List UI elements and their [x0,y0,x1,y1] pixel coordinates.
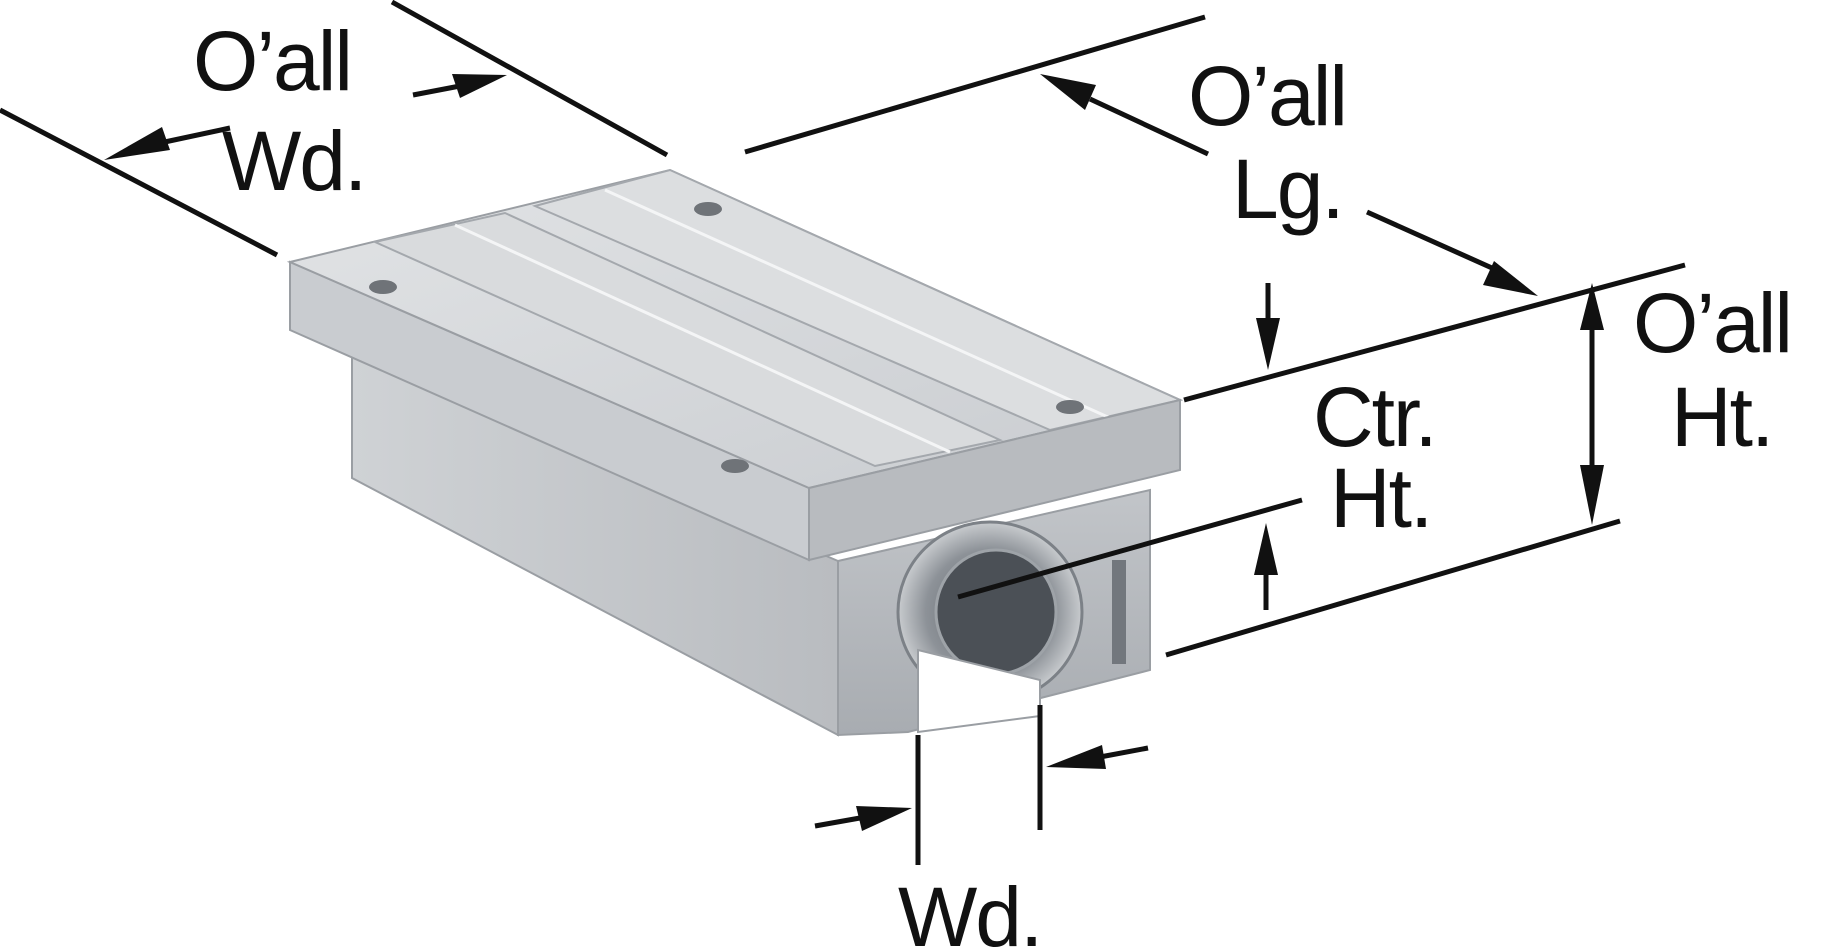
center-height-label-line2: Ht. [1330,451,1431,545]
overall-width-label-line1: O’all [193,14,351,108]
mounting-hole-3 [1056,400,1084,414]
center-height-label-line1: Ctr. [1313,370,1436,464]
overall-height-dimension: O’all Ht. [1165,262,1793,658]
mounting-hole-1 [369,280,397,294]
slot-width-label: Wd. [898,870,1041,952]
slot-width-dimension: Wd. [814,705,1149,952]
overall-width-dimension: O’all Wd. [0,0,669,258]
overall-length-label-line2: Lg. [1232,142,1343,236]
overall-height-label-line1: O’all [1633,276,1791,370]
bearing-inner-race [934,548,1058,676]
housing-groove-line-1 [454,223,951,454]
center-height-dimension: Ctr. Ht. [957,283,1438,610]
housing-flange-front-face [808,398,1181,562]
linear-bearing-housing [286,168,1184,737]
housing-side-slot [1112,560,1126,664]
overall-length-dimension: O’all Lg. [744,14,1538,296]
overall-height-label-line2: Ht. [1671,370,1772,464]
housing-groove-line-2 [604,188,1111,420]
mounting-hole-2 [694,202,722,216]
overall-width-label-line2: Wd. [222,114,365,208]
mounting-hole-4 [721,459,749,473]
overall-length-label-line1: O’all [1188,49,1346,143]
